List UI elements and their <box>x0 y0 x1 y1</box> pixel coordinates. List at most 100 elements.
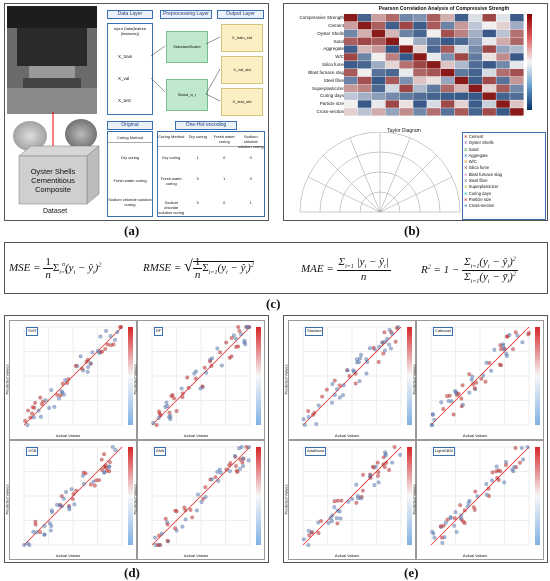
heatmap-cell <box>344 68 358 77</box>
scatter-point <box>392 445 397 449</box>
heatmap-cell <box>440 53 455 61</box>
heatmap-cell <box>385 61 399 69</box>
scatter-point <box>353 381 358 386</box>
scatter-point <box>310 530 314 535</box>
scatter-point <box>65 380 70 385</box>
scatter-point <box>168 414 173 418</box>
scatter-point <box>97 478 102 483</box>
scatter-point <box>390 460 394 465</box>
composite-cube <box>18 145 100 205</box>
heatmap-cell <box>440 76 455 85</box>
scatter-point <box>332 378 337 383</box>
scatter-point <box>496 468 501 473</box>
scatter-point <box>398 452 402 457</box>
scatter-point <box>383 453 388 458</box>
data-layer-header: Data Layer <box>107 10 153 19</box>
scatter-point <box>186 385 191 390</box>
scatter-point <box>483 379 488 384</box>
heatmap-cell <box>468 92 483 100</box>
scatter-svg <box>151 325 252 427</box>
scatter-point <box>231 333 236 338</box>
scatter-point <box>393 339 398 344</box>
scatter-point <box>60 381 65 386</box>
scatter-point <box>67 507 72 512</box>
scatter-point <box>373 464 378 469</box>
heatmap-cell <box>496 14 510 22</box>
scatter-point <box>99 457 104 462</box>
heatmap-cell <box>413 61 427 69</box>
scatter-point <box>345 368 350 373</box>
heatmap-cell <box>385 84 399 93</box>
heatmap-cell <box>454 53 469 61</box>
heatmap-cell <box>496 37 510 45</box>
scatter-point <box>209 364 214 368</box>
heatmap-cell <box>510 45 524 53</box>
scatter-point <box>33 522 38 527</box>
heatmap-cell <box>371 14 386 22</box>
sample-photo-2 <box>65 119 97 149</box>
scatter-point <box>458 516 463 521</box>
heatmap-cell <box>440 61 455 69</box>
legend-entry: ✕ Particle size <box>464 196 492 202</box>
dataset-label: Dataset <box>42 208 68 215</box>
scatter-point <box>202 365 207 370</box>
scatter-point <box>383 339 388 344</box>
out-box-2: X_val_std <box>221 56 263 84</box>
scatter-point <box>381 351 386 356</box>
scatter-point <box>27 543 32 547</box>
scatter-point <box>445 517 450 522</box>
scatter-point <box>233 454 237 458</box>
heatmap-cell <box>371 61 386 69</box>
heatmap-cell <box>510 68 524 77</box>
heatmap-cell <box>344 76 358 85</box>
heatmap-cell <box>496 68 510 77</box>
scatter-point <box>228 469 232 474</box>
heatmap-cell <box>496 100 510 108</box>
heatmap-cell <box>371 100 386 108</box>
heatmap-cell <box>496 108 510 116</box>
scatter-point <box>172 396 176 401</box>
legend-entry: ✕ Oyster Shells <box>464 140 494 146</box>
scatter-point <box>335 387 339 392</box>
scatter-point <box>22 543 27 547</box>
scatter-point <box>332 505 337 510</box>
heatmap-cell <box>482 92 496 100</box>
scatter-point <box>233 336 238 341</box>
heatmap-cell <box>482 61 496 69</box>
scatter-point <box>430 423 434 427</box>
heatmap-cell <box>482 53 496 61</box>
onehot-col: Dry curing <box>188 134 207 139</box>
scatter-point <box>110 445 115 449</box>
scatter-point <box>156 543 160 547</box>
scatter-svg <box>301 445 402 547</box>
scatter-point <box>375 460 380 465</box>
heatmap-row-label: Silica fume <box>321 62 344 68</box>
heatmap-cell <box>399 14 413 22</box>
scatter-point <box>354 500 359 505</box>
heatmap-cell <box>510 21 524 30</box>
heatmap-row-label: W/C <box>335 54 344 60</box>
heatmap-cell <box>399 76 413 85</box>
ideal-fit-line <box>151 446 251 546</box>
scatter-point <box>439 400 444 405</box>
heatmap-cell <box>427 68 441 77</box>
heatmap-cell <box>440 45 455 53</box>
scatter-point <box>443 520 448 525</box>
scatter-point <box>462 508 467 513</box>
heatmap-cell <box>482 14 496 22</box>
scatter-point <box>338 516 343 521</box>
heatmap-cell <box>371 84 386 93</box>
heatmap-cell <box>468 29 483 38</box>
scatter-point <box>364 371 369 376</box>
heatmap-row-label: Blast furnace slag <box>308 69 344 75</box>
heatmap-cell <box>468 61 483 69</box>
heatmap-cell <box>427 53 441 61</box>
scatter-point <box>246 458 251 463</box>
scatter-point <box>236 344 241 349</box>
scatter-point <box>52 404 57 409</box>
scatter-point <box>39 402 44 406</box>
x-axis-label: Actual Values <box>55 433 81 438</box>
